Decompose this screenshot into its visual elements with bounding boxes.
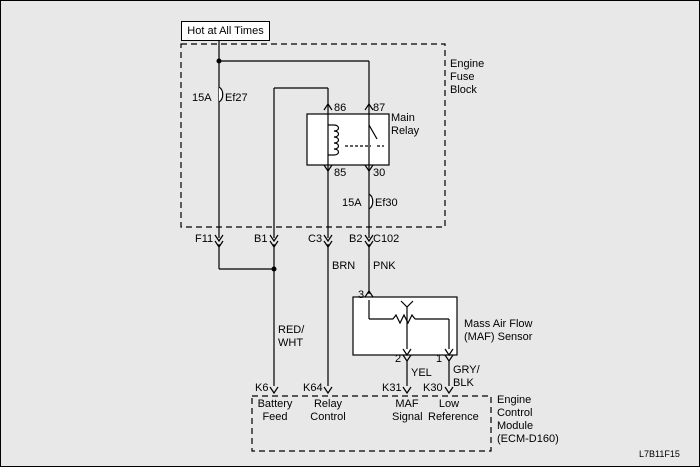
wire-color-pnk: PNK — [373, 260, 396, 272]
pin-b1: B1 — [254, 233, 268, 245]
wire-color-red-wht-line2: WHT — [278, 337, 304, 349]
figure-id: L7B11F15 — [639, 449, 680, 459]
ecm-pin-k31: K31 — [382, 382, 402, 394]
maf-signal-line1: MAF — [395, 398, 419, 410]
relay-control-line2: Control — [310, 411, 346, 423]
maf-pin-2: 2 — [395, 353, 402, 365]
engine-fuse-block-outline — [180, 43, 446, 228]
relay-pin-85: 85 — [334, 167, 347, 179]
wire-color-red-wht-line1: RED/ — [278, 324, 305, 336]
relay-pin-30: 30 — [373, 167, 386, 179]
battery-feed-line2: Feed — [262, 411, 288, 423]
pin-b2: B2 — [349, 233, 363, 245]
battery-feed-line1: Battery — [257, 398, 293, 410]
ecm-label-line2: Control — [497, 407, 533, 419]
maf-signal-line2: Signal — [392, 411, 423, 423]
pin-f11: F11 — [195, 233, 214, 245]
maf-sensor-box — [352, 296, 458, 356]
fuse-ef27-rating: 15A — [192, 92, 212, 104]
ecm-pin-k6: K6 — [255, 382, 269, 394]
fuse-ef30-rating: 15A — [342, 197, 362, 209]
fuse-block-label-line3: Block — [450, 84, 477, 96]
ecm-pin-k30: K30 — [423, 382, 443, 394]
fuse-ef30-id: Ef30 — [375, 197, 398, 209]
fuse-block-label-line1: Engine — [450, 58, 485, 70]
relay-pin-86: 86 — [334, 102, 347, 114]
pin-c102: C102 — [373, 233, 400, 245]
maf-label-line1: Mass Air Flow — [464, 318, 533, 330]
maf-label-line2: (MAF) Sensor — [464, 331, 533, 343]
relay-pin-87: 87 — [373, 102, 386, 114]
ecm-outline — [251, 395, 492, 452]
fuse-block-label-line2: Fuse — [450, 71, 475, 83]
relay-box — [306, 113, 390, 166]
relay-label-line2: Relay — [391, 125, 420, 137]
ecm-label-line4: (ECM-D160) — [497, 433, 559, 445]
ecm-pin-k64: K64 — [303, 382, 323, 394]
low-reference-line2: Reference — [428, 411, 479, 423]
ecm-label-line1: Engine — [497, 394, 532, 406]
wire-color-brn: BRN — [332, 260, 356, 272]
power-source-label: Hot at All Times — [181, 21, 270, 41]
wire-color-gry-blk-line1: GRY/ — [453, 364, 480, 376]
fuse-ef27-id: Ef27 — [225, 92, 248, 104]
low-reference-line1: Low — [438, 398, 460, 410]
pin-c3: C3 — [308, 233, 323, 245]
relay-control-line1: Relay — [313, 398, 343, 410]
maf-pin-1: 1 — [436, 353, 443, 365]
ecm-label-line3: Module — [497, 420, 534, 432]
wire-color-yel: YEL — [411, 367, 432, 379]
wire-color-gry-blk-line2: BLK — [453, 377, 474, 389]
maf-pin-3: 3 — [358, 289, 365, 301]
relay-label-line1: Main — [391, 112, 415, 124]
